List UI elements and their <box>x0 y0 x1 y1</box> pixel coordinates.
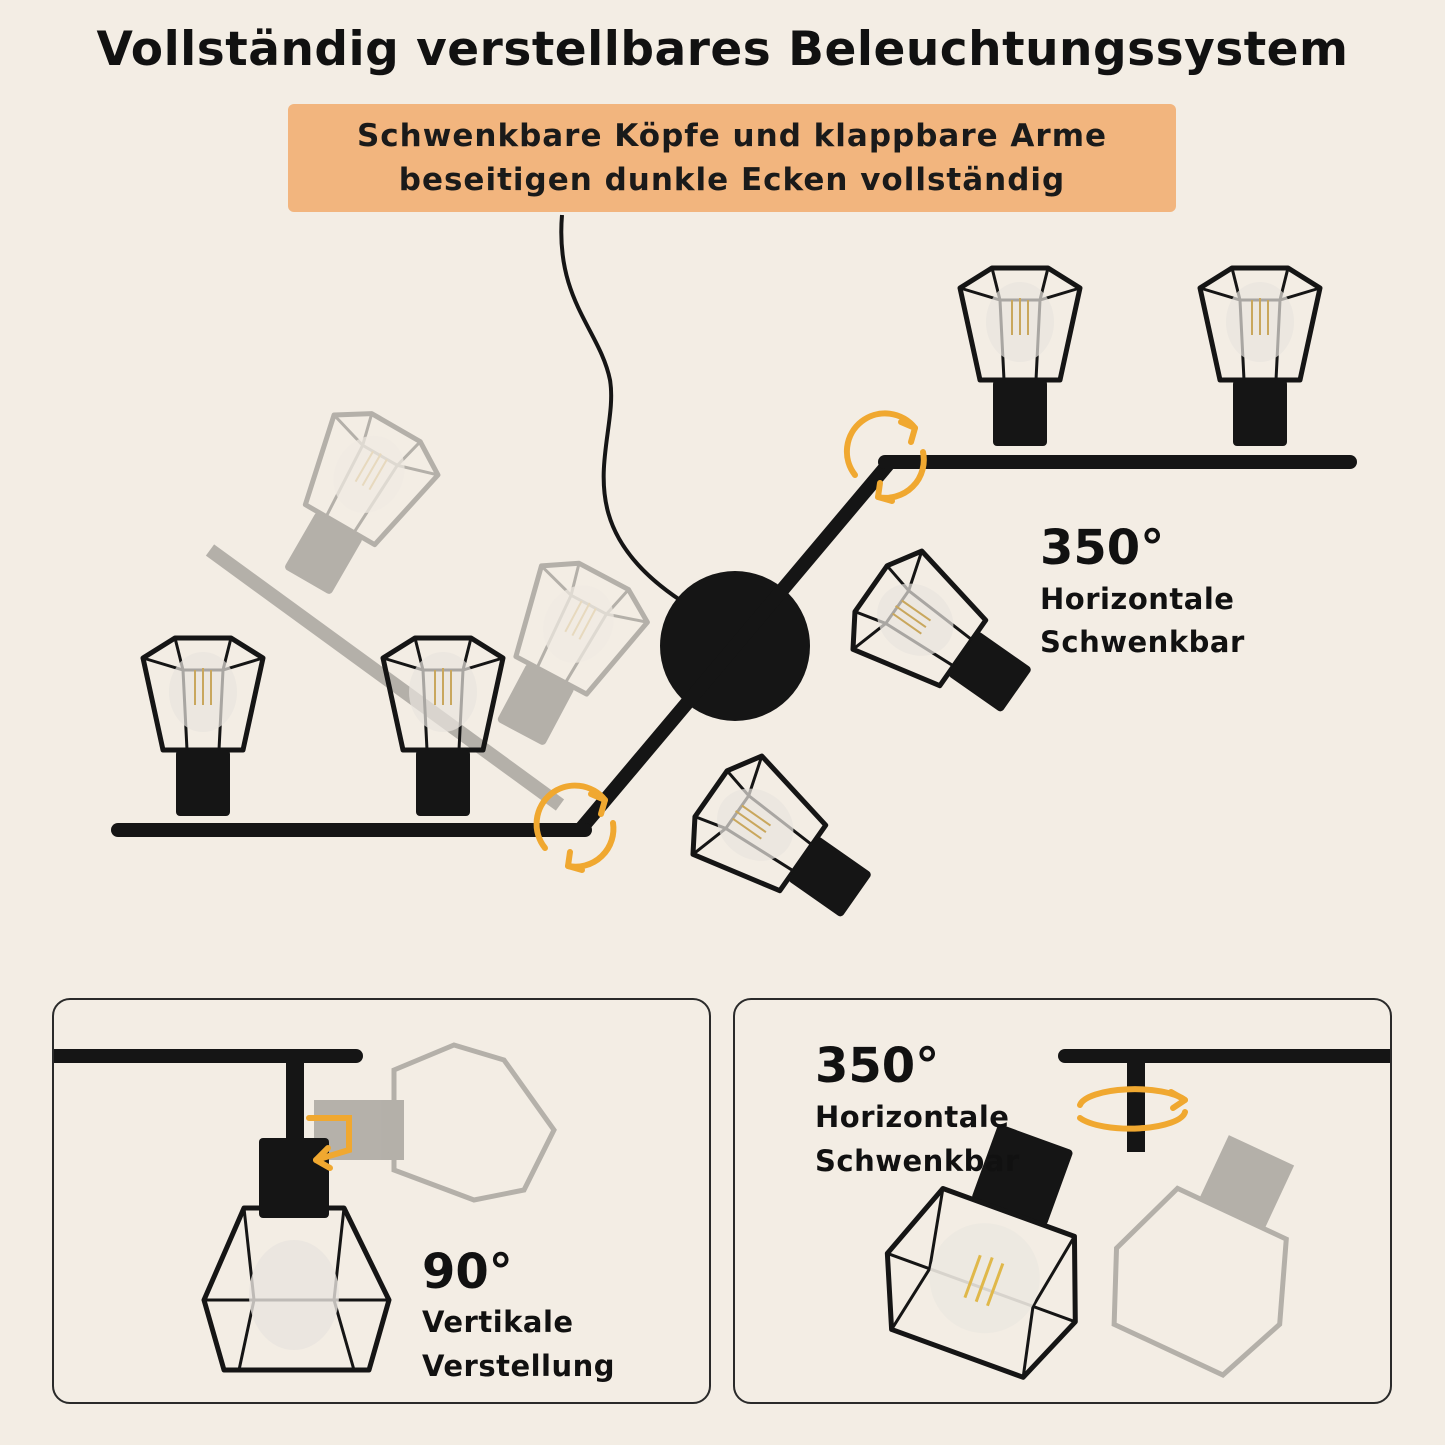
lamp-lower-1 <box>143 638 263 816</box>
page-title: Vollständig verstellbares Beleuchtungssy… <box>96 22 1349 77</box>
panel-right-line-1: Horizontale <box>815 1100 1010 1134</box>
main-line-1: Horizontale <box>1040 582 1235 616</box>
lamp-center-lower <box>677 745 892 945</box>
horizontal-rotate-illustration <box>884 1049 1390 1380</box>
panel-left-degree: 90° <box>422 1244 513 1300</box>
banner-line-1: Schwenkbare Köpfe und klappbare Arme <box>356 118 1108 154</box>
horizontal-rotate-arrow-icon <box>1077 1086 1188 1132</box>
lamp-lower-2 <box>383 638 503 816</box>
detail-panel-horizontal: 350° Horizontale Schwenkbar <box>733 998 1392 1404</box>
power-cord <box>559 214 682 602</box>
feature-banner: Schwenkbare Köpfe und klappbare Arme bes… <box>288 104 1176 212</box>
lamp-upper-1 <box>960 268 1080 446</box>
detail-panel-vertical: 90° Vertikale Verstellung <box>52 998 711 1404</box>
vertical-tilt-illustration <box>54 1042 557 1373</box>
lamp-upper-2 <box>1200 268 1320 446</box>
main-degree: 350° <box>1040 520 1165 576</box>
panel-right-line-2: Schwenkbar <box>815 1144 1020 1178</box>
main-line-2: Schwenkbar <box>1040 625 1245 659</box>
rotate-arrows-icon <box>843 410 927 504</box>
panel-right-degree: 350° <box>815 1038 940 1094</box>
product-illustration <box>111 214 1357 980</box>
ghost-arm <box>205 398 657 811</box>
banner-line-2: beseitigen dunkle Ecken vollständig <box>398 162 1066 198</box>
lamp-center-upper <box>837 540 1052 740</box>
rotate-arrows-icon <box>533 782 617 873</box>
vertical-tilt-arrow-icon <box>306 1115 352 1171</box>
panel-left-line-2: Verstellung <box>422 1349 616 1383</box>
center-arm <box>573 455 897 837</box>
panel-left-line-1: Vertikale <box>422 1305 574 1339</box>
